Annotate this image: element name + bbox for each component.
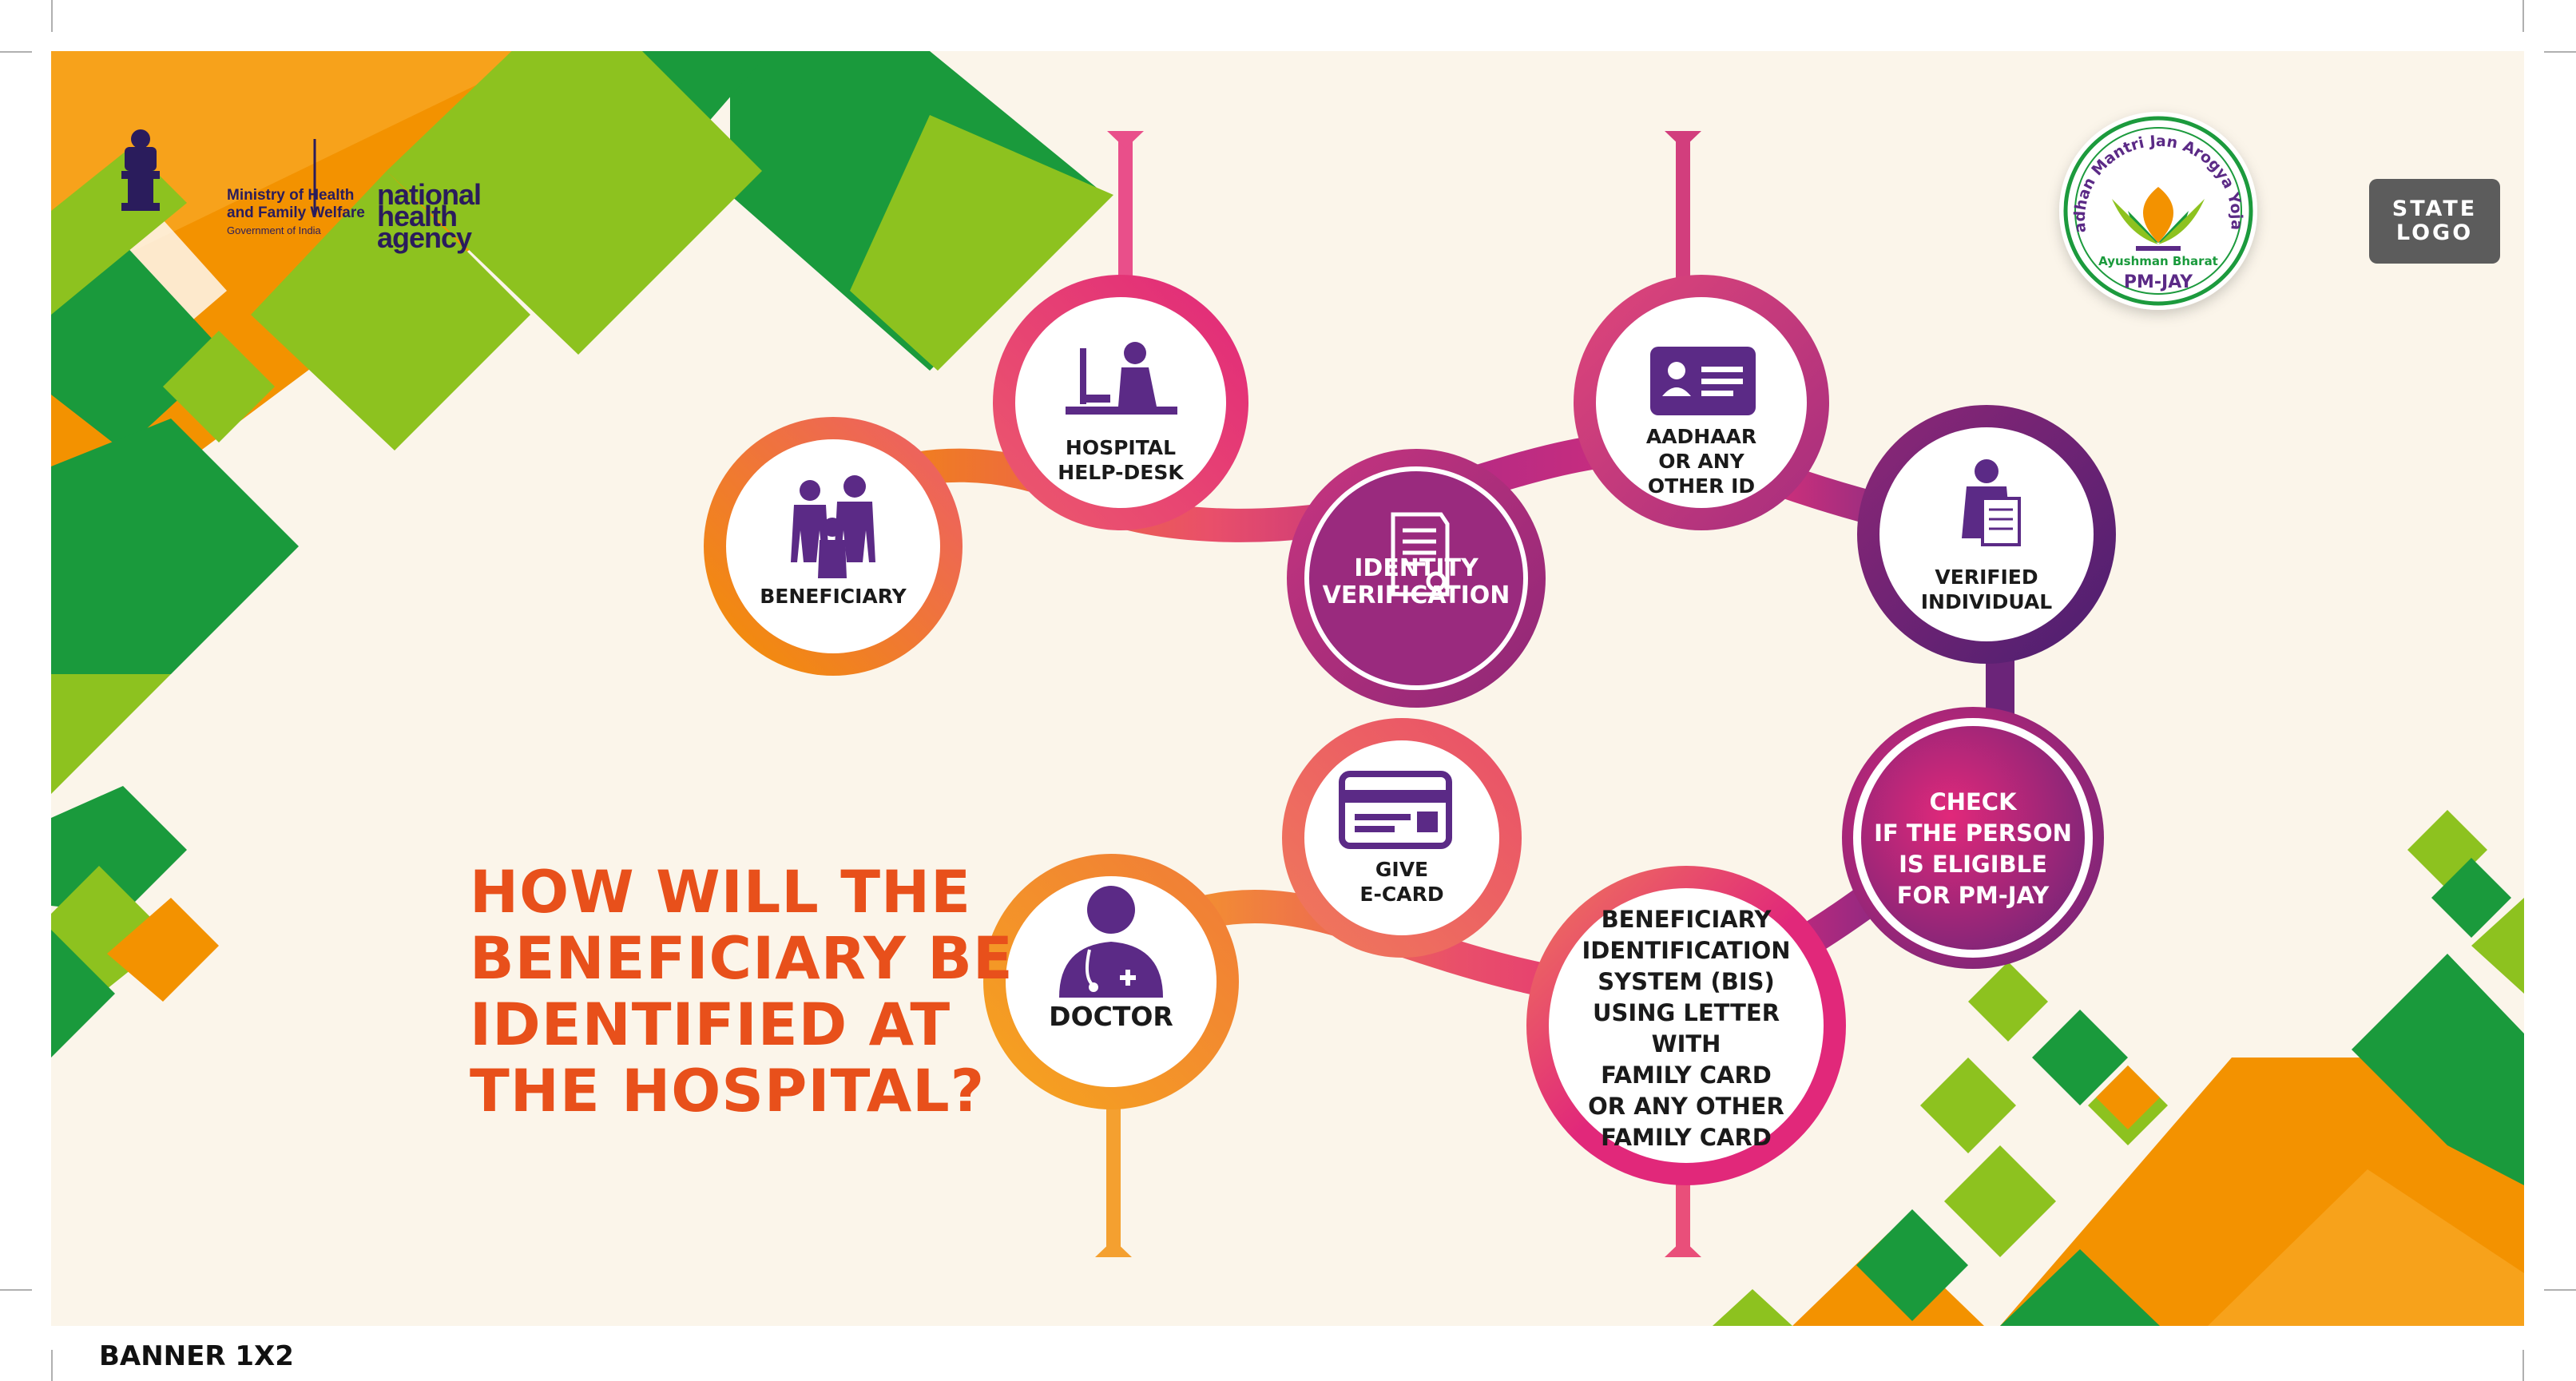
crop-mark bbox=[0, 51, 32, 53]
step-check-line3: IS ELIGIBLE bbox=[1899, 851, 2047, 878]
pmjay-logo-text: Pradhan Mantri Jan Arogya Yojana Ayushma… bbox=[2059, 112, 2245, 292]
crop-mark bbox=[2522, 1350, 2524, 1381]
step-verified-line1: VERIFIED bbox=[1935, 565, 2038, 589]
top-left-decoration bbox=[51, 51, 1113, 794]
step-doctor: DOCTOR bbox=[1031, 1002, 1191, 1032]
step-aadhaar-line3: OTHER ID bbox=[1647, 474, 1756, 498]
ministry-logo-text: Ministry of Health and Family Welfare Go… bbox=[227, 187, 365, 240]
headline-line2: BENEFICIARY BE bbox=[470, 925, 1014, 993]
doctor-icon bbox=[1059, 886, 1163, 998]
step-hospital-helpdesk: HOSPITAL HELP-DESK bbox=[1041, 435, 1201, 485]
svg-text:Pradhan Mantri Jan Arogya Yoja: Pradhan Mantri Jan Arogya Yojana bbox=[2059, 112, 2245, 233]
ministry-line3: Government of India bbox=[227, 224, 321, 236]
step-verified-individual: VERIFIED INDIVIDUAL bbox=[1907, 565, 2066, 614]
step-ecard-line2: E-CARD bbox=[1359, 883, 1444, 906]
step-verified-line2: INDIVIDUAL bbox=[1920, 590, 2053, 613]
headline: HOW WILL THE BENEFICIARY BE IDENTIFIED A… bbox=[470, 859, 1014, 1125]
crop-mark bbox=[51, 0, 53, 32]
step-bis-line6: OR ANY OTHER bbox=[1588, 1093, 1784, 1120]
step-identity-line2: VERIFICATION bbox=[1322, 581, 1510, 609]
step-bis-line3: SYSTEM (BIS) bbox=[1598, 968, 1775, 995]
headline-line1: HOW WILL THE bbox=[470, 859, 971, 927]
nha-line3: agency bbox=[377, 221, 472, 254]
crop-mark bbox=[2522, 0, 2524, 32]
banner-artwork bbox=[51, 51, 2524, 1326]
state-logo-line1: STATE bbox=[2391, 196, 2478, 221]
step-bis-line4: USING LETTER WITH bbox=[1592, 999, 1780, 1058]
helpdesk-icon bbox=[1066, 342, 1177, 415]
step-aadhaar-line1: AADHAAR bbox=[1645, 425, 1757, 448]
headline-line3: IDENTIFIED AT bbox=[470, 991, 951, 1059]
step-bis: BENEFICIARY IDENTIFICATION SYSTEM (BIS) … bbox=[1554, 904, 1818, 1153]
emblem-icon bbox=[121, 129, 160, 211]
banner: Ministry of Health and Family Welfare Go… bbox=[51, 51, 2524, 1326]
left-decoration bbox=[51, 786, 219, 1058]
step-beneficiary: BENEFICIARY bbox=[753, 585, 913, 609]
lotus-icon bbox=[2112, 187, 2205, 251]
step-aadhaar-line2: OR ANY bbox=[1658, 450, 1744, 473]
step-bis-line2: IDENTIFICATION bbox=[1582, 937, 1791, 964]
step-check-eligibility: CHECK IF THE PERSON IS ELIGIBLE FOR PM-J… bbox=[1861, 787, 2085, 911]
step-identity-line1: IDENTITY bbox=[1354, 554, 1479, 582]
step-check-line4: FOR PM-JAY bbox=[1896, 882, 2050, 909]
step-doctor-line1: DOCTOR bbox=[1049, 1001, 1173, 1032]
pmjay-name: PM-JAY bbox=[2124, 272, 2193, 292]
step-check-line1: CHECK bbox=[1929, 788, 2017, 816]
state-logo-line2: LOGO bbox=[2395, 220, 2474, 245]
step-ecard-line1: GIVE bbox=[1375, 858, 1429, 881]
e-card-icon bbox=[1339, 771, 1452, 849]
bottom-right-decoration bbox=[1713, 810, 2524, 1326]
step-beneficiary-line1: BENEFICIARY bbox=[760, 585, 907, 608]
document-icon bbox=[1391, 512, 1450, 597]
headline-line4: THE HOSPITAL? bbox=[470, 1058, 986, 1125]
id-card-icon bbox=[1650, 347, 1756, 415]
ministry-line1: Ministry of Health bbox=[227, 187, 355, 204]
step-bis-line7: FAMILY CARD bbox=[1601, 1124, 1772, 1151]
ministry-line2: and Family Welfare bbox=[227, 204, 365, 221]
step-bis-line5: FAMILY CARD bbox=[1601, 1062, 1772, 1089]
nha-line1: national bbox=[377, 178, 482, 211]
step-identity-verification: IDENTITY VERIFICATION bbox=[1320, 555, 1512, 609]
step-aadhaar: AADHAAR OR ANY OTHER ID bbox=[1621, 424, 1781, 498]
crop-mark bbox=[2544, 1289, 2576, 1291]
stem-caps bbox=[1095, 131, 1701, 1257]
crop-mark bbox=[51, 1350, 53, 1381]
crop-mark bbox=[0, 1289, 32, 1291]
nha-line2: health bbox=[377, 200, 458, 232]
step-check-line2: IF THE PERSON bbox=[1874, 819, 2072, 847]
crop-mark bbox=[2544, 51, 2576, 53]
step-give-ecard: GIVE E-CARD bbox=[1338, 857, 1466, 907]
step-helpdesk-line2: HELP-DESK bbox=[1058, 461, 1184, 484]
nha-logo-text: national health agency bbox=[377, 178, 482, 254]
step-helpdesk-line1: HOSPITAL bbox=[1065, 436, 1177, 459]
banner-size-label: BANNER 1X2 bbox=[99, 1340, 294, 1372]
pmjay-arc-text: Pradhan Mantri Jan Arogya Yojana bbox=[2059, 112, 2245, 233]
step-bis-line1: BENEFICIARY bbox=[1601, 906, 1772, 933]
state-logo-placeholder: STATE LOGO bbox=[2369, 179, 2500, 264]
pmjay-sub-text: Ayushman Bharat bbox=[2098, 254, 2218, 268]
family-icon bbox=[791, 475, 875, 578]
officer-icon bbox=[1962, 459, 2021, 546]
